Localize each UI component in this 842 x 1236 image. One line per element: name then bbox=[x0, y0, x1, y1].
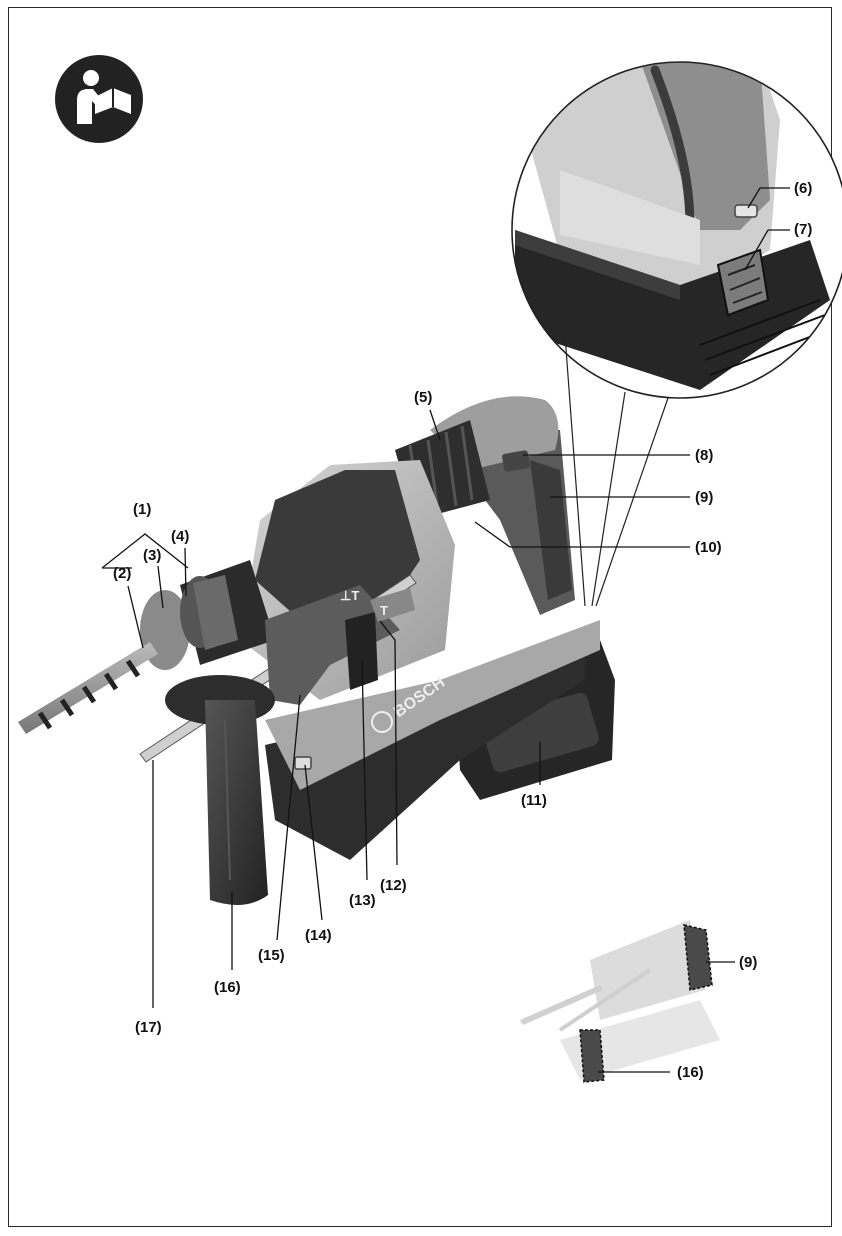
callout-11: (11) bbox=[521, 792, 547, 809]
mode-mark-hammer: ⊥T bbox=[340, 588, 359, 603]
callout-labels: (1) (2) (3) (4) (5) (6) (7) (8) (9) (10)… bbox=[113, 180, 812, 1081]
page-border bbox=[8, 7, 832, 1227]
callout-2: (2) bbox=[113, 565, 131, 582]
detail-zoom-circle bbox=[511, 61, 842, 399]
callout-6: (6) bbox=[794, 180, 812, 197]
bosch-logo-icon bbox=[371, 711, 393, 733]
zoom-connector-lines bbox=[564, 334, 669, 607]
callout-16: (16) bbox=[214, 979, 241, 996]
callout-13: (13) bbox=[349, 892, 376, 909]
read-manual-icon bbox=[55, 55, 143, 143]
callout-5: (5) bbox=[414, 389, 432, 406]
leader-lines bbox=[101, 187, 790, 1073]
callout-17: (17) bbox=[135, 1019, 162, 1036]
callout-9: (9) bbox=[695, 489, 713, 506]
rotary-hammer-illustration: ⊥T T BOSCH bbox=[18, 396, 615, 905]
mode-mark-drill: T bbox=[380, 603, 388, 618]
callout-10: (10) bbox=[695, 539, 722, 556]
callout-8: (8) bbox=[695, 447, 713, 464]
callout-4: (4) bbox=[171, 528, 189, 545]
callout-14: (14) bbox=[305, 927, 332, 944]
callout-7: (7) bbox=[794, 221, 812, 238]
callout-3: (3) bbox=[143, 547, 161, 564]
callout-1: (1) bbox=[133, 501, 151, 518]
mini-callout-9: (9) bbox=[739, 954, 757, 971]
mini-grip-illustration bbox=[520, 920, 720, 1083]
callout-12: (12) bbox=[380, 877, 407, 894]
callout-15: (15) bbox=[258, 947, 285, 964]
mini-callout-16: (16) bbox=[677, 1064, 704, 1081]
